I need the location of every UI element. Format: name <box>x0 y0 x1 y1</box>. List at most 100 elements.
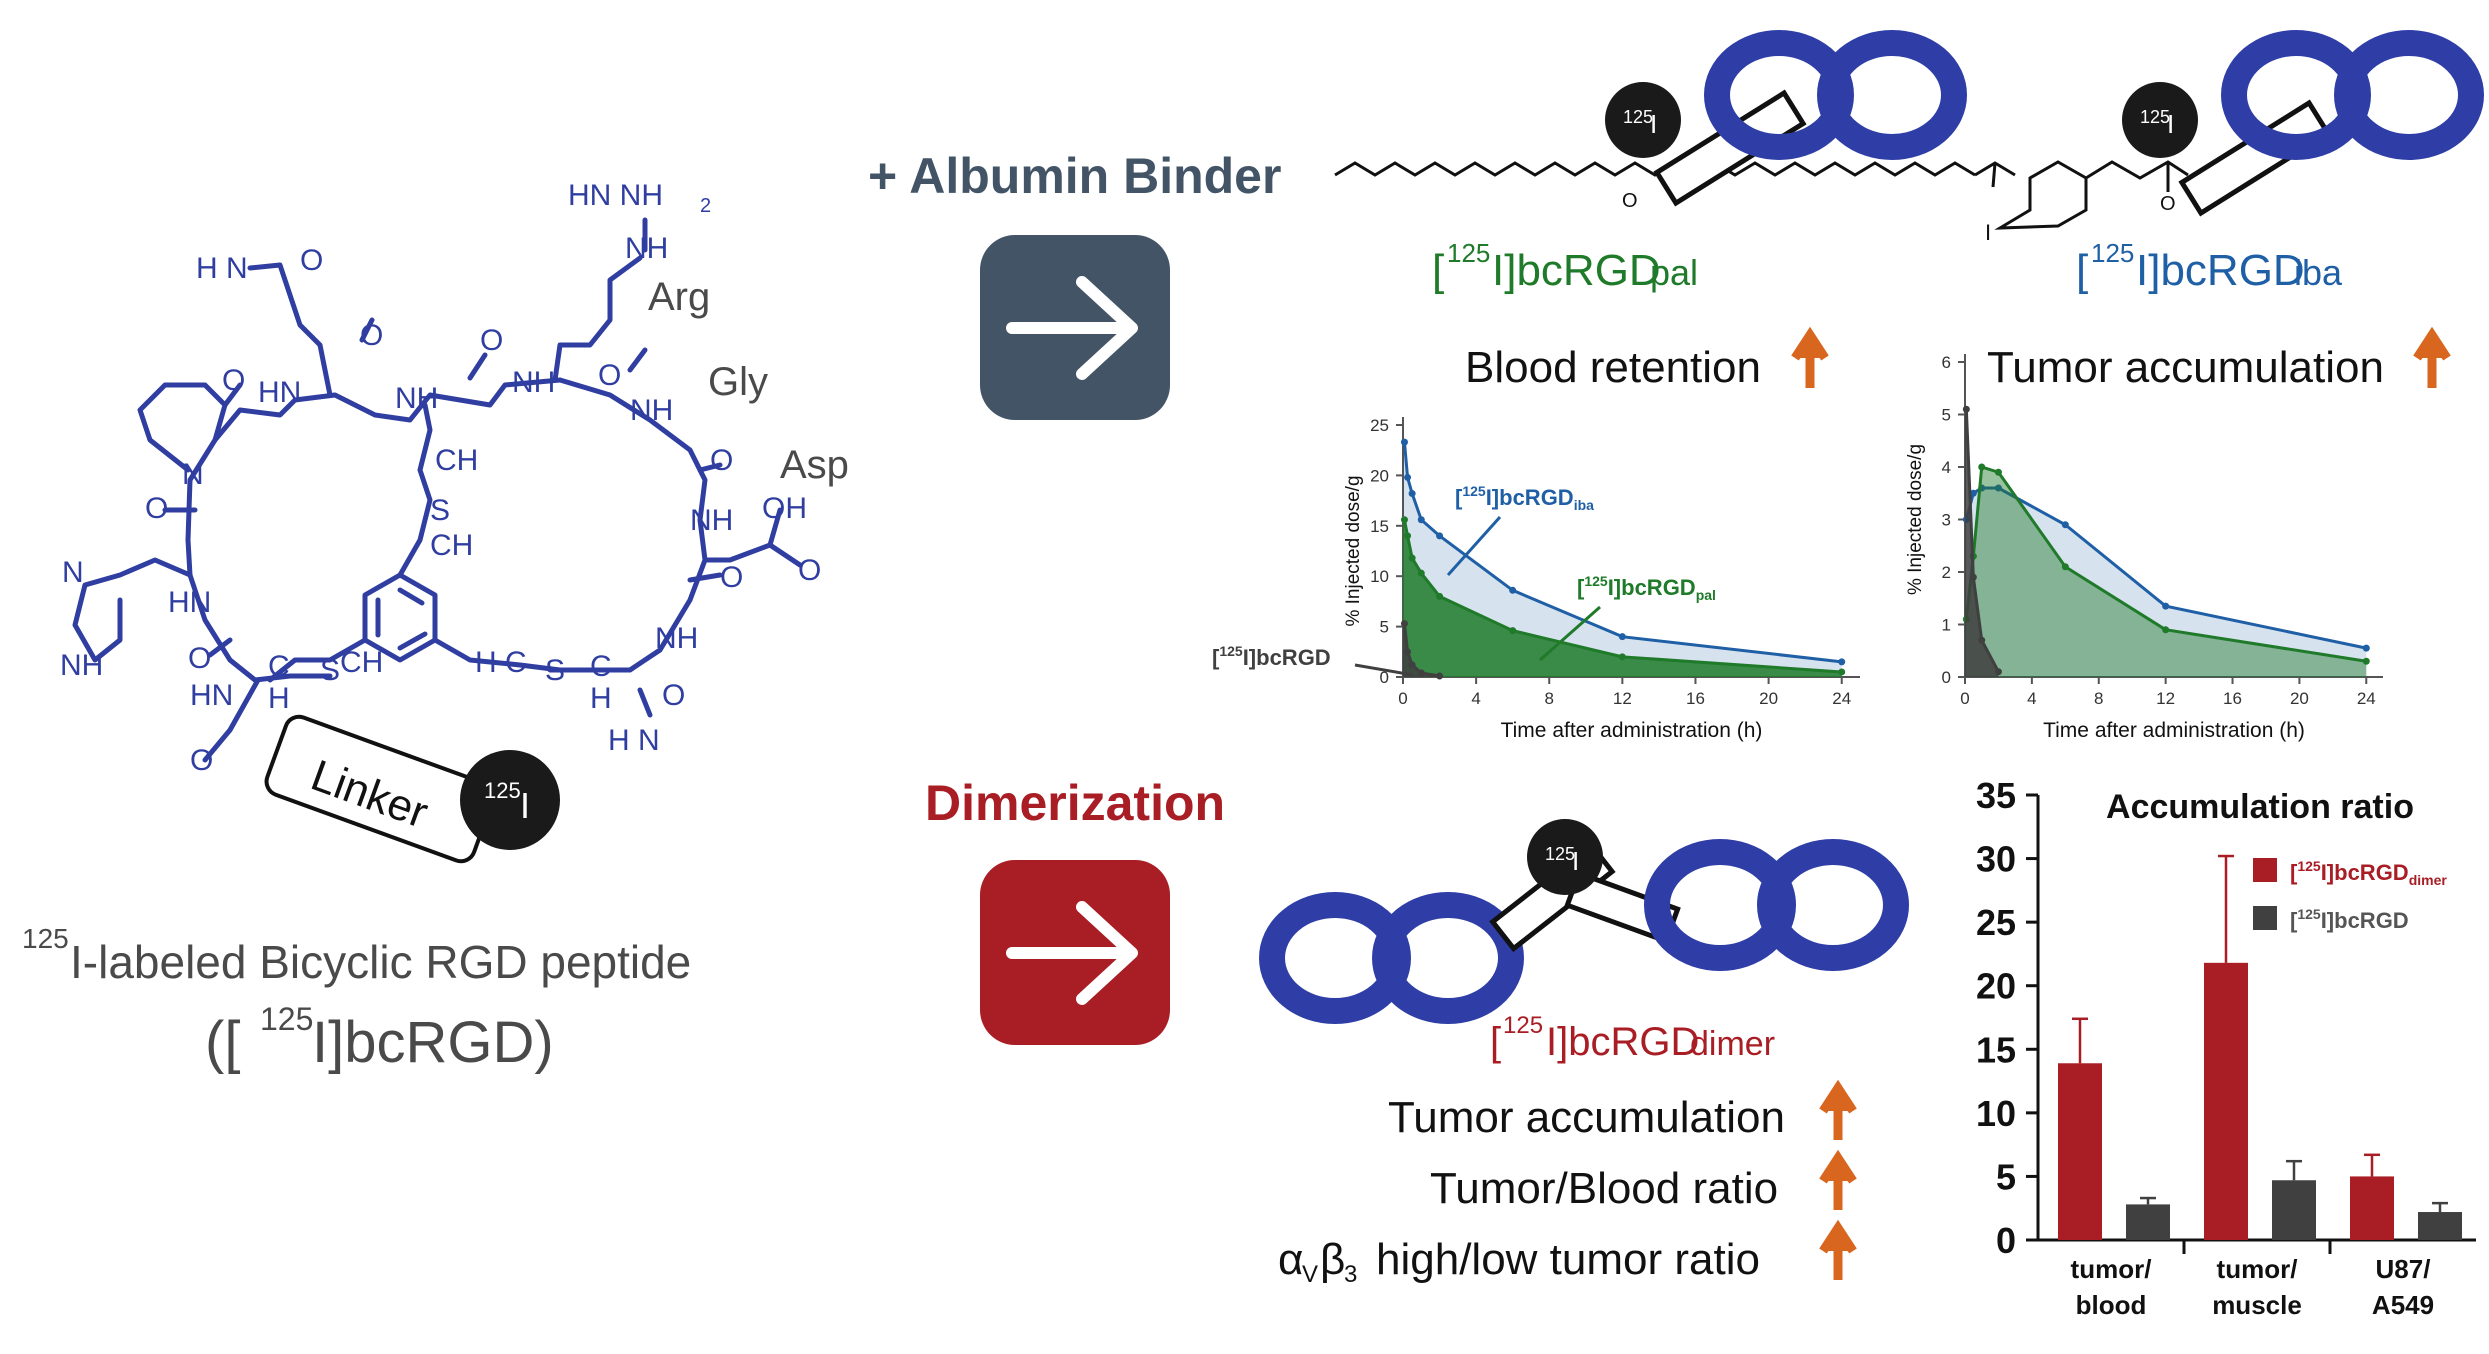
data-point <box>2362 644 2370 652</box>
y-axis-title: % Injected dose/g <box>1905 444 1926 595</box>
arrow-right-icon <box>1006 276 1138 380</box>
palmitoyl-chain <box>1334 161 2016 188</box>
data-point <box>1509 586 1517 594</box>
caption-sup-1: 125 <box>22 923 69 954</box>
y-tick-label: 30 <box>1976 839 2016 880</box>
y-tick-label: 3 <box>1942 511 1951 530</box>
y-tick-label: 0 <box>1996 1220 2016 1261</box>
y-tick-label: 6 <box>1942 353 1951 372</box>
effect-alpha: α <box>1278 1235 1303 1284</box>
data-point <box>2162 602 2170 610</box>
y-tick-label: 4 <box>1942 458 1951 477</box>
caption-line-1: I-labeled Bicyclic RGD peptide <box>70 936 691 988</box>
dimer-label-sub: dimer <box>1690 1025 1775 1063</box>
series-area <box>1965 409 1999 677</box>
dimer-conjugate: 125 I <box>1259 819 1909 1024</box>
y-tick-label: 5 <box>1996 1156 2016 1197</box>
atom-h2n-gln: H N <box>196 252 248 285</box>
data-point <box>2061 521 2069 529</box>
atom-n-his: N <box>62 556 84 589</box>
data-point <box>1994 668 2002 676</box>
pal-label-bracket: [ <box>1432 246 1444 295</box>
iodine-symbol-pal: I <box>1650 109 1657 139</box>
data-point <box>1408 554 1416 562</box>
iodine-symbol-iba: I <box>2167 109 2174 139</box>
atom-h2-2: H <box>590 682 612 715</box>
dimer-label-sup: 125 <box>1503 1012 1543 1039</box>
series-area <box>1965 467 2367 677</box>
atom-o-gln: O <box>300 244 323 277</box>
data-point <box>1618 633 1626 641</box>
y-tick-label: 2 <box>1942 563 1951 582</box>
atom-hn-2: HN <box>190 679 233 712</box>
arrow-up-icon <box>1819 1079 1857 1140</box>
iba-series-label: [125I]bcRGDiba <box>1455 483 1594 513</box>
iodine-mass-pal: 125 <box>1623 107 1653 127</box>
bicycle-ring-iba <box>2221 30 2484 160</box>
caption-line-2-sup: 125 <box>260 1001 313 1037</box>
atom-hn-his: HN <box>168 586 211 619</box>
residue-gly: Gly <box>708 360 768 404</box>
iodine-ball-pal <box>1605 82 1681 158</box>
data-point <box>1978 636 1986 644</box>
arrow-up-icon <box>2413 326 2451 388</box>
atom-nh-3: NH <box>655 622 698 655</box>
atom-o-7: O <box>145 492 168 525</box>
dimer-label-bracket: [ <box>1490 1020 1501 1064</box>
carbonyl-o-pal: O <box>1622 190 1638 212</box>
iodine-symbol-left: I <box>520 785 530 826</box>
y-tick-label: 0 <box>1380 668 1389 687</box>
category-label: tumor/ <box>2217 1254 2298 1284</box>
iba-label-sub: iba <box>2294 252 2343 293</box>
blood-retention-heading: Blood retention <box>1465 326 1829 392</box>
arrow-up-icon <box>1819 1149 1857 1210</box>
albumin-binder-title: + Albumin Binder <box>868 148 1281 204</box>
iba-iodine-label: I <box>1985 220 1991 245</box>
atom-o-6: O <box>720 561 743 594</box>
data-point <box>1436 592 1444 600</box>
atom-ch2-2: CH <box>430 529 473 562</box>
bar <box>2418 1212 2462 1240</box>
atom-h2-1: H <box>268 682 290 715</box>
caption-line-2-pre: ([ <box>205 1010 240 1075</box>
data-point <box>2162 626 2170 634</box>
bcrgd-series-label: [125I]bcRGD <box>1212 643 1331 670</box>
data-point <box>1994 468 2002 476</box>
x-tick-label: 0 <box>1960 689 1969 708</box>
atom-oh: OH <box>762 492 807 525</box>
atom-s-2: S <box>320 654 340 687</box>
data-point <box>1618 653 1626 661</box>
y-tick-label: 20 <box>1370 466 1389 485</box>
x-tick-label: 4 <box>2027 689 2036 708</box>
bcrgd-leader-line <box>1354 663 1414 677</box>
iodobenzene-group <box>1994 160 2189 230</box>
y-tick-label: 25 <box>1370 416 1389 435</box>
data-point <box>1994 484 2002 492</box>
x-tick-label: 20 <box>1759 689 1778 708</box>
atom-o-4: O <box>710 444 733 477</box>
category-label: U87/ <box>2376 1254 2431 1284</box>
pal-label-main: I]bcRGD <box>1492 246 1661 295</box>
series-line <box>1964 409 2000 673</box>
bar <box>2272 1180 2316 1240</box>
x-tick-label: 16 <box>2223 689 2242 708</box>
atom-h2n-bottom: H N <box>608 724 660 757</box>
bicycle-ring-pal <box>1704 30 1967 160</box>
arrow-right-icon <box>1006 901 1138 1005</box>
y-tick-label: 35 <box>1976 775 2016 816</box>
effect-beta-sub: 3 <box>1344 1261 1357 1288</box>
pal-label-sup: 125 <box>1447 238 1490 268</box>
iodine-mass-iba: 125 <box>2140 107 2170 127</box>
dimer-effects: Tumor accumulation Tumor/Blood ratio α V… <box>1278 1079 1857 1288</box>
y-tick-label: 5 <box>1942 406 1951 425</box>
data-point <box>2362 657 2370 665</box>
atom-s-3: S <box>545 654 565 687</box>
effect-beta: β <box>1320 1235 1345 1284</box>
data-point <box>1838 658 1846 666</box>
data-point <box>1436 672 1444 680</box>
x-tick-label: 16 <box>1686 689 1705 708</box>
residue-arg: Arg <box>648 275 710 319</box>
